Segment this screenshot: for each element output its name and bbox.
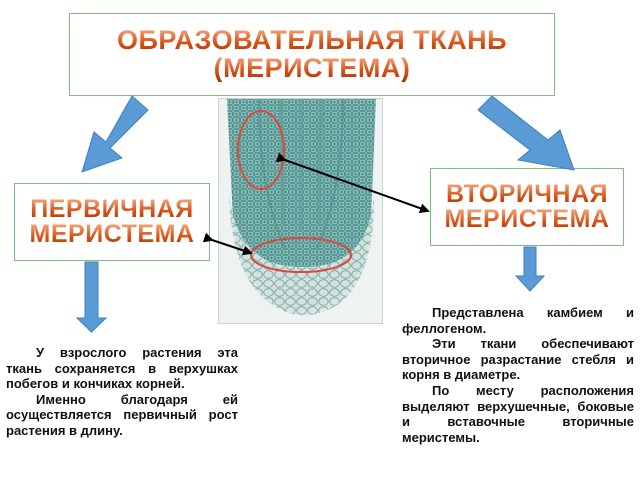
primary-meristem-line-1: ПЕРВИЧНАЯ: [30, 194, 194, 223]
primary-meristem-description: У взрослого растения эта ткань сохраняет…: [6, 345, 238, 439]
secondary-meristem-line-1: ВТОРИЧНАЯ: [446, 179, 608, 208]
arrow-title-to-secondary: [477, 95, 575, 171]
root-tip-micrograph: [218, 98, 383, 324]
arrow-down-primary: [75, 261, 108, 333]
title-box: ОБРАЗОВАТЕЛЬНАЯ ТКАНЬ (МЕРИСТЕМА): [69, 13, 555, 96]
secondary-text-paragraph-1: Представлена камбием и феллогеном.: [402, 305, 634, 336]
title-line-2: (МЕРИСТЕМА): [213, 52, 411, 83]
arrow-title-to-primary: [81, 95, 149, 173]
primary-meristem-box: ПЕРВИЧНАЯ МЕРИСТЕМА: [14, 183, 210, 261]
primary-meristem-line-2: МЕРИСТЕМА: [29, 220, 195, 248]
primary-text-paragraph-2: Именно благодаря ей осуществляется перви…: [6, 391, 238, 438]
title-line-1: ОБРАЗОВАТЕЛЬНАЯ ТКАНЬ: [116, 24, 508, 55]
arrow-down-secondary: [514, 246, 546, 292]
secondary-meristem-box: ВТОРИЧНАЯ МЕРИСТЕМА: [430, 168, 624, 246]
secondary-text-paragraph-2: Эти ткани обеспечивают вторичное разраст…: [402, 336, 634, 383]
secondary-meristem-line-2: МЕРИСТЕМА: [444, 205, 610, 233]
micrograph-drawing: [219, 99, 382, 323]
secondary-meristem-description: Представлена камбием и феллогеном. Эти т…: [402, 305, 634, 445]
primary-text-paragraph-1: У взрослого растения эта ткань сохраняет…: [6, 345, 238, 392]
secondary-text-paragraph-3: По месту расположения выделяют верхушечн…: [402, 382, 634, 445]
